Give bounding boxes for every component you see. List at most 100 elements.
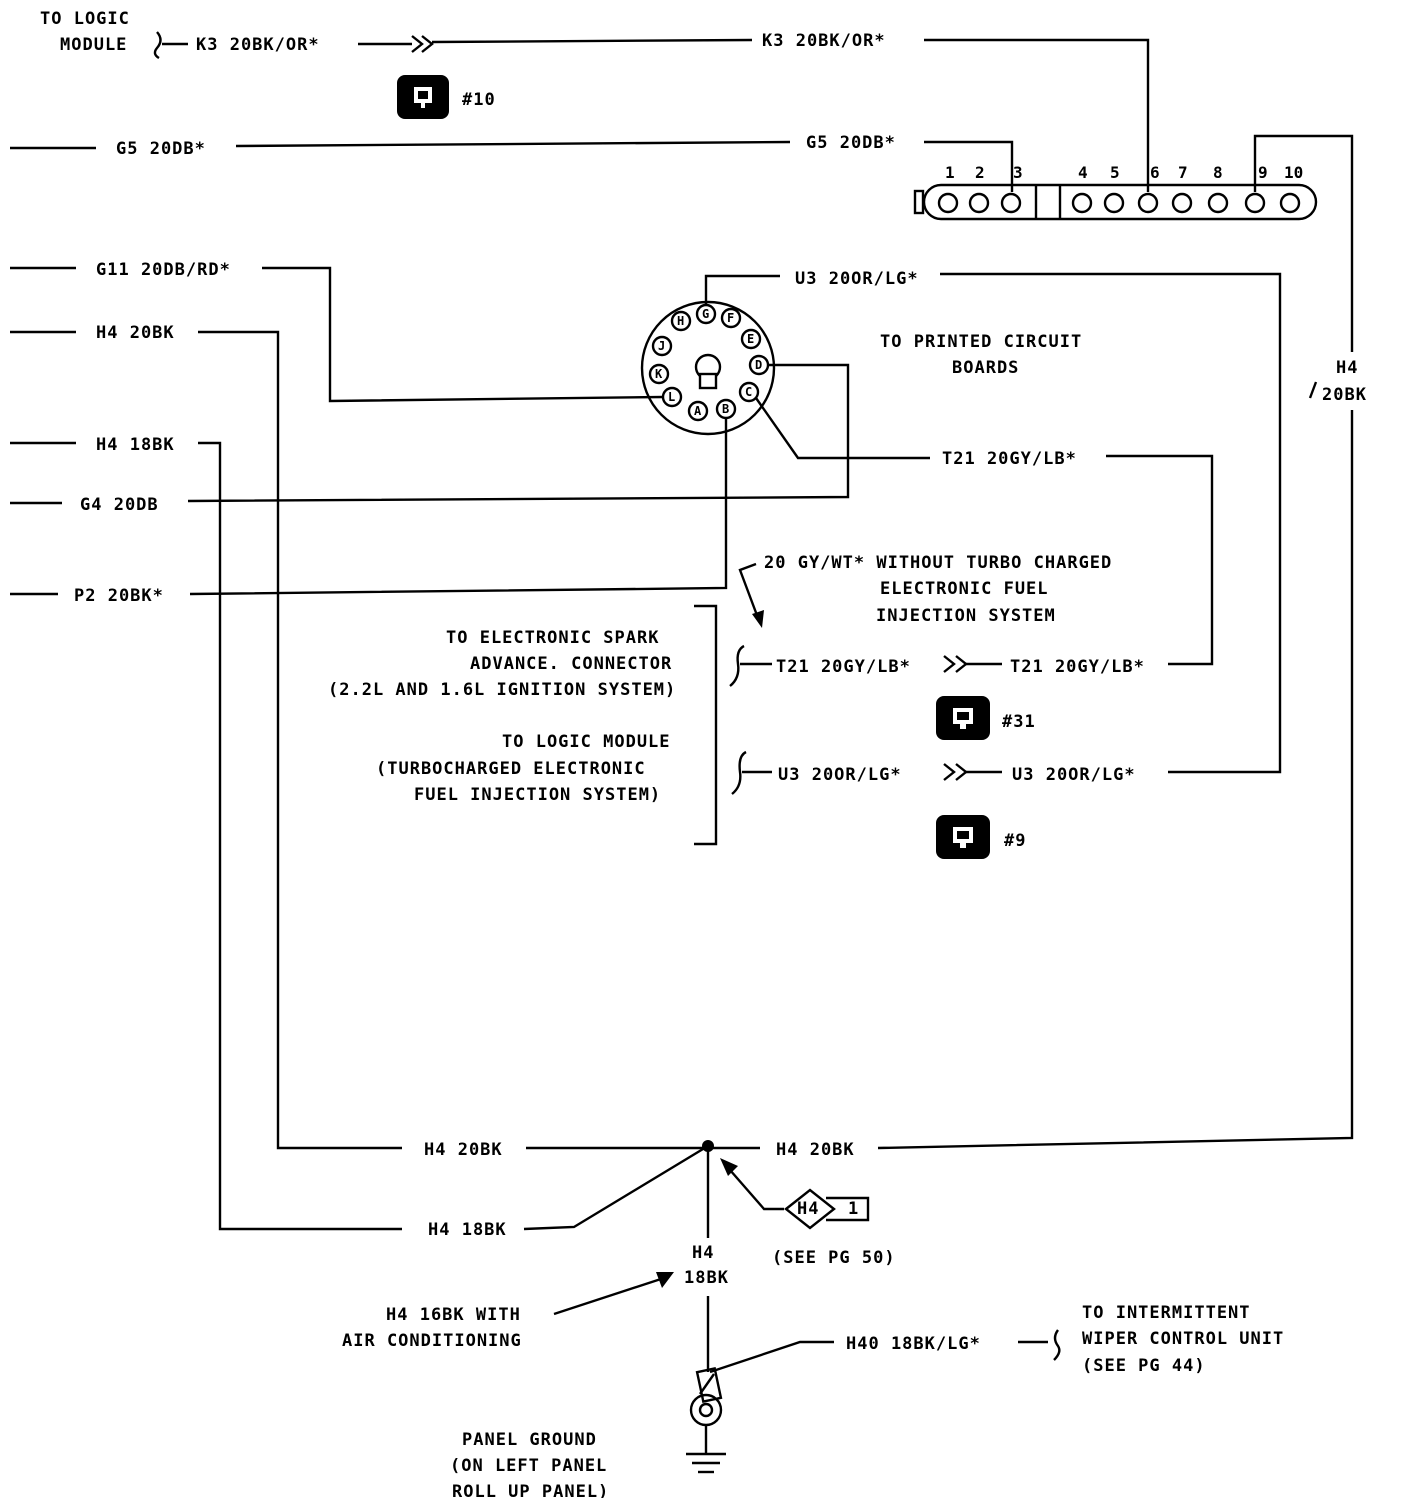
g5-wire-label-right: G5 20DB* bbox=[806, 133, 896, 153]
connector-ref-9-label: #9 bbox=[1004, 831, 1026, 851]
to-wiper-label-1: TO INTERMITTENT bbox=[1082, 1303, 1251, 1323]
svg-text:C: C bbox=[745, 385, 752, 399]
cluster-pin-label: 7 bbox=[1178, 163, 1188, 182]
cluster-pin-3 bbox=[1000, 192, 1022, 214]
h4-20bk-bottom-label-right: H4 20BK bbox=[776, 1140, 855, 1160]
to-pcb-label-2: BOARDS bbox=[952, 358, 1019, 378]
cluster-pin-label: 9 bbox=[1258, 163, 1268, 182]
to-wiper-label-2: WIPER CONTROL UNIT bbox=[1082, 1329, 1284, 1349]
t21-bottom-bracket bbox=[729, 644, 745, 687]
cluster-pin-2 bbox=[968, 192, 990, 214]
cavity-G: G bbox=[695, 303, 717, 325]
cluster-pin-label: 2 bbox=[975, 163, 985, 182]
cluster-pin-9 bbox=[1244, 192, 1266, 214]
cluster-pin-label: 8 bbox=[1213, 163, 1223, 182]
h4-18bk-bottom-wire bbox=[523, 1144, 709, 1231]
h4-20bk-right-wire-bottom bbox=[877, 410, 1354, 1150]
t21-connector-chevron bbox=[943, 655, 968, 673]
t21-wire-label-left: T21 20GY/LB* bbox=[776, 657, 911, 677]
cavity-J: J bbox=[651, 335, 673, 357]
note-arrow-line bbox=[738, 562, 760, 619]
to-logic-module-label-2: MODULE bbox=[60, 35, 127, 55]
cluster-pin-label: 1 bbox=[945, 163, 955, 182]
connector-ref-31: #31 bbox=[936, 696, 1036, 740]
cavity-F: F bbox=[720, 307, 742, 329]
svg-text:F: F bbox=[727, 311, 734, 325]
panel-ground-label-1: PANEL GROUND bbox=[462, 1430, 597, 1450]
cluster-pin-1 bbox=[937, 192, 959, 214]
esa-connector-label-3: (2.2L AND 1.6L IGNITION SYSTEM) bbox=[328, 680, 676, 700]
connector-ref-31-label: #31 bbox=[1002, 712, 1036, 732]
cluster-pin-8 bbox=[1207, 192, 1229, 214]
h4-18bk-vertical-label-2: 18BK bbox=[684, 1268, 729, 1288]
description-bracket bbox=[694, 604, 718, 846]
cavity-B: B bbox=[715, 398, 737, 420]
ground-symbol-icon bbox=[686, 1452, 726, 1474]
h4-20bk-label-left: H4 20BK bbox=[96, 323, 175, 343]
g5-wire-right bbox=[924, 140, 1014, 192]
logic-module-turbo-label-1: TO LOGIC MODULE bbox=[502, 732, 671, 752]
splice-num-label: 1 bbox=[848, 1199, 859, 1219]
cavity-K: K bbox=[648, 363, 670, 385]
splice-diamond bbox=[784, 1188, 836, 1230]
g11-wire-label: G11 20DB/RD* bbox=[96, 260, 231, 280]
svg-text:G: G bbox=[702, 307, 709, 321]
h4-18bk-bottom-label: H4 18BK bbox=[428, 1220, 507, 1240]
cluster-pin-label: 5 bbox=[1110, 163, 1120, 182]
u3-bottom-bracket bbox=[731, 750, 747, 795]
cluster-pin-label: 6 bbox=[1150, 163, 1160, 182]
h4-vertical-label-1: H4 bbox=[1336, 358, 1358, 378]
u3-wire-label-right: U3 20OR/LG* bbox=[1012, 765, 1136, 785]
t21-wire-label-right: T21 20GY/LB* bbox=[1010, 657, 1145, 677]
t21-wire-top-b bbox=[1106, 454, 1214, 666]
logic-module-turbo-label-2: (TURBOCHARGED ELECTRONIC bbox=[376, 759, 646, 779]
svg-text:E: E bbox=[747, 332, 754, 346]
t21-wire-label-top: T21 20GY/LB* bbox=[942, 449, 1077, 469]
note-arrowhead bbox=[752, 610, 764, 628]
h4-18bk-vertical-label-1: H4 bbox=[692, 1243, 714, 1263]
t21-wire-top-a bbox=[755, 397, 930, 460]
cavity-D: D bbox=[748, 354, 770, 376]
cluster-pin-7 bbox=[1171, 192, 1193, 214]
cavity-C: C bbox=[738, 381, 760, 403]
u3-wire-top-a bbox=[704, 274, 780, 305]
round-connector: G F H E J D K C L B A bbox=[640, 300, 776, 436]
cluster-pin-4 bbox=[1071, 192, 1093, 214]
connector-ref-9: #9 bbox=[936, 815, 1026, 859]
svg-text:D: D bbox=[755, 358, 762, 372]
cluster-connector: 1 2 3 4 5 6 7 8 9 10 bbox=[913, 163, 1318, 221]
esa-connector-label-2: ADVANCE. CONNECTOR bbox=[470, 654, 672, 674]
k3-connector-chevron bbox=[411, 35, 434, 53]
k3-wire-label-left: K3 20BK/OR* bbox=[196, 35, 320, 55]
u3-wire-label-left: U3 20OR/LG* bbox=[778, 765, 902, 785]
g5-wire-label-left: G5 20DB* bbox=[116, 139, 206, 159]
round-connector-body bbox=[640, 300, 776, 436]
splice-id-label: H4 bbox=[797, 1199, 819, 1219]
note-without-turbo-1: 20 GY/WT* WITHOUT TURBO CHARGED bbox=[764, 553, 1112, 573]
cluster-pin-5 bbox=[1103, 192, 1125, 214]
h4-18bk-wire-vertical bbox=[198, 441, 402, 1231]
splice-ref-arrow bbox=[729, 1169, 784, 1211]
k3-termination-bracket bbox=[153, 31, 162, 60]
h4-16bk-ac-arrow bbox=[553, 1276, 665, 1316]
g11-wire-right bbox=[262, 266, 664, 403]
cavity-L: L bbox=[661, 386, 683, 408]
h4-16bk-ac-label-1: H4 16BK WITH bbox=[386, 1305, 521, 1325]
h40-wire bbox=[709, 1340, 834, 1374]
k3-wire-label-right: K3 20BK/OR* bbox=[762, 31, 886, 51]
u3-wire-label-top: U3 20OR/LG* bbox=[795, 269, 919, 289]
k3-wire-d bbox=[924, 38, 1150, 192]
ground-eyelet-icon bbox=[689, 1367, 723, 1427]
h40-wire-label: H40 18BK/LG* bbox=[846, 1334, 981, 1354]
p2-wire-label: P2 20BK* bbox=[74, 586, 164, 606]
g4-wire-label: G4 20DB bbox=[80, 495, 159, 515]
svg-text:H: H bbox=[677, 314, 684, 328]
g4-wire-right bbox=[187, 363, 850, 503]
cavity-E: E bbox=[740, 328, 762, 350]
note-without-turbo-2: ELECTRONIC FUEL bbox=[880, 579, 1049, 599]
h4-vertical-label-2: 20BK bbox=[1322, 385, 1367, 405]
cavity-A: A bbox=[687, 400, 709, 422]
svg-text:J: J bbox=[658, 339, 665, 353]
h40-termination bbox=[1053, 1329, 1061, 1361]
